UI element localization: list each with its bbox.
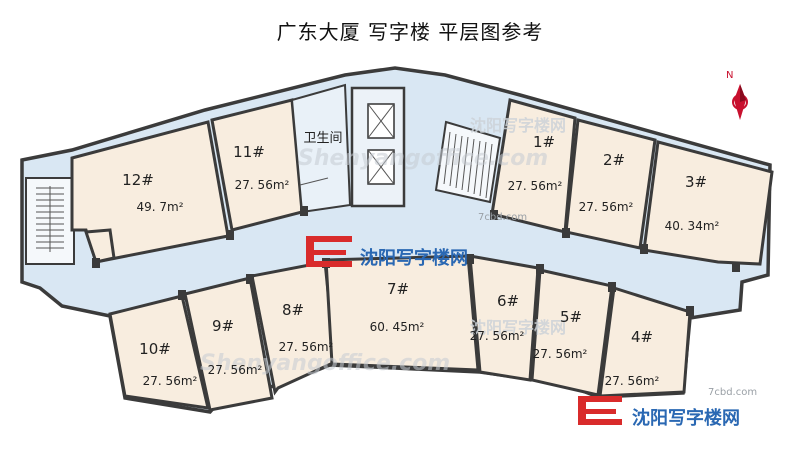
north-arrow-icon: N (726, 70, 748, 120)
room-5 (530, 268, 614, 397)
room-2-area: 27. 56m² (579, 200, 634, 214)
brand-logo-center: 沈阳写字楼网 (306, 236, 468, 269)
watermark-domain-top: Shenyangoffice.com (298, 146, 548, 171)
room-11-number: 11# (233, 143, 265, 161)
room-4-number: 4# (631, 328, 653, 346)
page-title: 广东大厦 写字楼 平层图参考 (276, 20, 544, 44)
watermark-domain-bottom: Shenyangoffice.com (200, 351, 450, 376)
left-stairs (25, 177, 75, 265)
brand-logo-center-text: 沈阳写字楼网 (360, 247, 468, 269)
watermark-brand-bottom: 沈阳写字楼网 (470, 318, 566, 337)
room-9-number: 9# (212, 317, 234, 335)
room-7-area: 60. 45m² (370, 320, 425, 334)
room-10-area: 27. 56m² (143, 374, 198, 388)
room-8-area: 27. 56m² (279, 340, 334, 354)
room-11-area: 27. 56m² (235, 178, 290, 192)
room-6-area: 27. 56m² (470, 329, 525, 343)
room-10 (108, 294, 210, 410)
room-5-number: 5# (560, 308, 582, 326)
room-9-area: 27. 56m² (208, 363, 263, 377)
restroom-label: 卫生间 (303, 131, 342, 146)
room-7 (324, 254, 480, 372)
room-5-area: 27. 56m² (533, 347, 588, 361)
room-12-number: 12# (122, 171, 154, 189)
restroom (290, 83, 352, 214)
room-2-number: 2# (603, 151, 625, 169)
room-2 (564, 118, 657, 250)
room-12-area: 49. 7m² (136, 200, 183, 214)
site-watermark-middle: 7cbd.com (478, 212, 527, 223)
elevator-core (299, 86, 406, 208)
compass-label: N (726, 70, 733, 81)
room-3-area: 40. 34m² (665, 219, 720, 233)
site-watermark-bottom: 7cbd.com (708, 387, 757, 398)
watermark-brand-top: 沈阳写字楼网 (470, 116, 566, 135)
brand-logo-corner: 沈阳写字楼网 (578, 396, 740, 429)
room-4 (598, 286, 692, 398)
room-12-annex (83, 228, 116, 264)
room-8-number: 8# (282, 301, 304, 319)
room-3-number: 3# (685, 173, 707, 191)
room-6-number: 6# (497, 292, 519, 310)
room-9 (183, 276, 274, 412)
brand-logo-corner-text: 沈阳写字楼网 (632, 407, 740, 429)
room-1-number: 1# (533, 133, 555, 151)
room-6 (468, 254, 540, 382)
room-10-number: 10# (139, 340, 171, 358)
room-4-area: 27. 56m² (605, 374, 660, 388)
right-stairs (434, 120, 502, 204)
room-7-number: 7# (387, 280, 409, 298)
room-1-area: 27. 56m² (508, 179, 563, 193)
